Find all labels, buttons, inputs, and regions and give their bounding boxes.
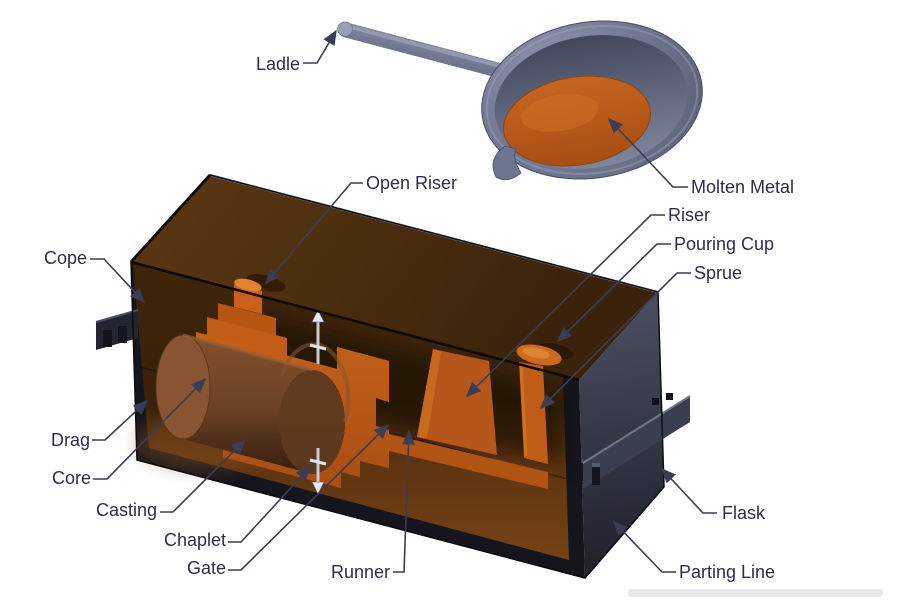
open-riser-top <box>234 278 262 292</box>
cavity-step-upper <box>218 303 276 336</box>
cropped-watermark-remnant <box>628 589 883 597</box>
leader-casting <box>160 438 247 513</box>
leader-open-riser <box>264 182 363 285</box>
leader-ladle <box>303 29 337 64</box>
leader-molten-metal <box>607 117 688 188</box>
leader-parting-line <box>612 520 676 573</box>
ladle-bowl-rim <box>485 25 699 175</box>
mold-outline <box>130 174 665 579</box>
labels: Ladle Molten Metal Open Riser Riser Pour… <box>44 54 794 582</box>
ladle-illustration <box>337 20 703 181</box>
pouring-cup-rim <box>522 347 550 359</box>
label-gate: Gate <box>187 558 226 578</box>
core-top-highlight <box>182 333 313 372</box>
mold-assembly <box>95 173 691 579</box>
label-pouring-cup: Pouring Cup <box>674 234 774 254</box>
label-cope: Cope <box>44 248 87 268</box>
flask-left-ear <box>95 309 139 350</box>
ladle-handle-highlight <box>346 24 522 73</box>
leader-drag <box>92 399 149 441</box>
leader-core <box>93 377 207 480</box>
leader-lines <box>90 29 717 573</box>
leader-riser <box>465 214 665 398</box>
ladle-handle-end <box>337 21 353 37</box>
leader-flask <box>660 467 717 514</box>
label-core: Core <box>52 468 91 488</box>
chaplet-pins <box>309 309 327 495</box>
leader-gate <box>228 423 390 571</box>
label-ladle: Ladle <box>256 54 300 74</box>
leader-runner <box>393 429 415 573</box>
label-sprue: Sprue <box>694 263 742 283</box>
leader-sprue <box>539 272 691 410</box>
label-chaplet: Chaplet <box>164 530 226 550</box>
core-cylinder <box>155 333 351 474</box>
mold-top-face <box>131 175 658 380</box>
leader-cope <box>90 258 146 304</box>
label-riser: Riser <box>668 205 710 225</box>
label-parting-line: Parting Line <box>679 562 775 582</box>
flask-flange-edge <box>574 395 691 469</box>
leader-pouring-cup <box>556 243 671 343</box>
flask-end-face <box>579 292 664 578</box>
ladle-spout <box>492 145 522 181</box>
label-runner: Runner <box>331 562 390 582</box>
core-left-cap <box>155 334 211 440</box>
riser-highlight <box>417 349 441 438</box>
label-drag: Drag <box>51 430 90 450</box>
core-right-end <box>279 370 345 474</box>
core-end-highlight <box>280 342 351 423</box>
sprue-highlight <box>519 363 528 457</box>
leader-chaplet <box>228 465 312 543</box>
cavity-step-lower <box>207 317 287 356</box>
label-flask: Flask <box>722 503 766 523</box>
label-molten-metal: Molten Metal <box>691 177 794 197</box>
runner-channel <box>389 434 548 489</box>
label-open-riser: Open Riser <box>366 173 457 193</box>
label-casting: Casting <box>96 500 157 520</box>
molten-metal-highlight <box>521 94 599 132</box>
